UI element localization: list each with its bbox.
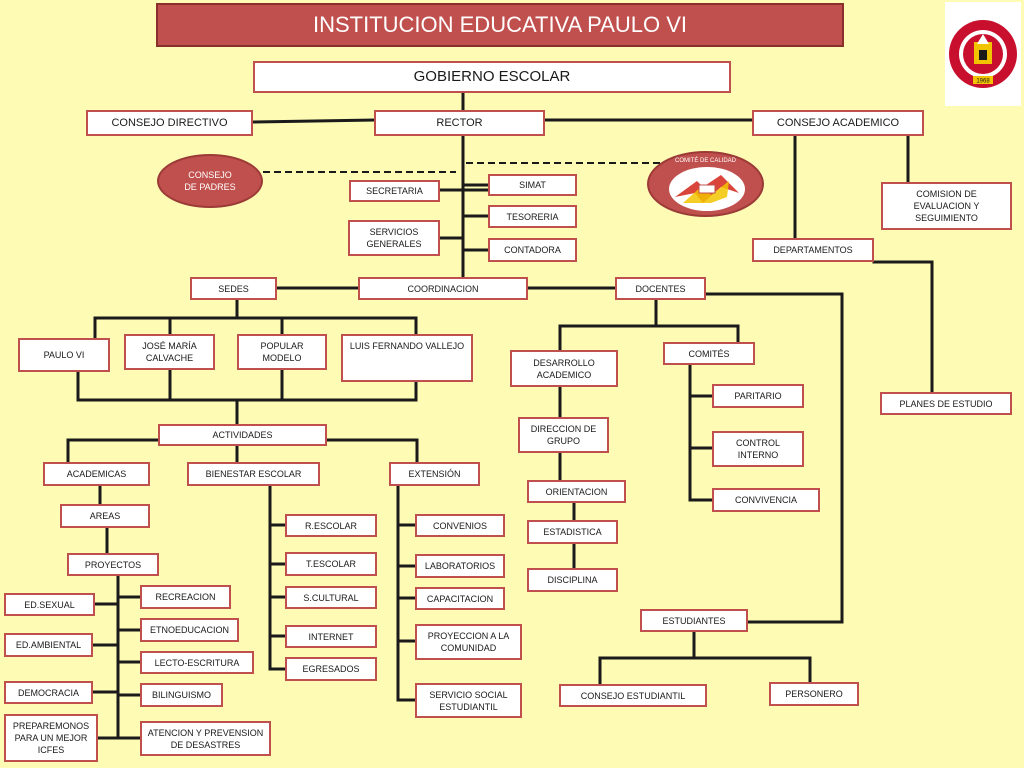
node-sede-jose-maria-calvache: JOSÉ MARÍA CALVACHE	[124, 334, 215, 370]
node-capacitacion: CAPACITACION	[415, 587, 505, 610]
node-r-escolar: R.ESCOLAR	[285, 514, 377, 537]
node-democracia: DEMOCRACIA	[4, 681, 93, 704]
node-control-interno: CONTROL INTERNO	[712, 431, 804, 467]
node-convivencia: CONVIVENCIA	[712, 488, 820, 512]
node-consejo-padres: CONSEJO DE PADRES	[157, 154, 263, 208]
node-consejo-academico: CONSEJO ACADEMICO	[752, 110, 924, 136]
page-title: INSTITUCION EDUCATIVA PAULO VI	[156, 3, 844, 47]
node-egresados: EGRESADOS	[285, 657, 377, 681]
node-paritario: PARITARIO	[712, 384, 804, 408]
node-atencion-desastres: ATENCION Y PREVENSION DE DESASTRES	[140, 721, 271, 756]
comite-calidad-label: COMITÉ DE CALIDAD	[674, 158, 736, 164]
node-lecto-escritura: LECTO-ESCRITURA	[140, 651, 254, 674]
node-servicios-generales: SERVICIOS GENERALES	[348, 220, 440, 256]
node-etnoeducacion: ETNOEDUCACION	[140, 618, 239, 642]
node-preparemonos-icfes: PREPAREMONOS PARA UN MEJOR ICFES	[4, 714, 98, 762]
node-gobierno-escolar: GOBIERNO ESCOLAR	[253, 61, 731, 93]
node-extension: EXTENSIÓN	[389, 462, 480, 486]
node-departamentos: DEPARTAMENTOS	[752, 238, 874, 262]
node-areas: AREAS	[60, 504, 150, 528]
node-coordinacion: COORDINACION	[358, 277, 528, 300]
node-disciplina: DISCIPLINA	[527, 568, 618, 592]
node-consejo-estudiantil: CONSEJO ESTUDIANTIL	[559, 684, 707, 707]
node-bilinguismo: BILINGUISMO	[140, 683, 223, 707]
node-proyectos: PROYECTOS	[67, 553, 159, 576]
node-contadora: CONTADORA	[488, 238, 577, 262]
node-sede-luis-fernando-vallejo: LUIS FERNANDO VALLEJO	[341, 334, 473, 382]
node-estadistica: ESTADISTICA	[527, 520, 618, 544]
node-ed-sexual: ED.SEXUAL	[4, 593, 95, 616]
node-ed-ambiental: ED.AMBIENTAL	[4, 633, 93, 657]
node-laboratorios: LABORATORIOS	[415, 554, 505, 578]
node-personero: PERSONERO	[769, 682, 859, 706]
logo-year: 1968	[976, 79, 990, 85]
node-s-cultural: S.CULTURAL	[285, 586, 377, 609]
node-consejo-directivo: CONSEJO DIRECTIVO	[86, 110, 253, 136]
node-comite-calidad: COMITÉ DE CALIDAD	[647, 151, 764, 217]
node-proyeccion-comunidad: PROYECCION A LA COMUNIDAD	[415, 624, 522, 660]
node-sede-paulo-vi: PAULO VI	[18, 338, 110, 372]
node-servicio-social: SERVICIO SOCIAL ESTUDIANTIL	[415, 683, 522, 718]
node-academicas: ACADEMICAS	[43, 462, 150, 486]
node-recreacion: RECREACION	[140, 585, 231, 609]
node-sede-popular-modelo: POPULAR MODELO	[237, 334, 327, 370]
node-orientacion: ORIENTACION	[527, 480, 626, 503]
node-simat: SIMAT	[488, 174, 577, 196]
node-rector: RECTOR	[374, 110, 545, 136]
node-direccion-grupo: DIRECCION DE GRUPO	[518, 417, 609, 453]
node-internet: INTERNET	[285, 625, 377, 648]
node-comision-evaluacion: COMISION DE EVALUACION Y SEGUIMIENTO	[881, 182, 1012, 230]
node-tesoreria: TESORERIA	[488, 205, 577, 228]
quality-graphic	[669, 167, 745, 211]
node-docentes: DOCENTES	[615, 277, 706, 300]
school-logo: 1968	[945, 2, 1021, 106]
node-planes-estudio: PLANES DE ESTUDIO	[880, 392, 1012, 415]
node-desarrollo-academico: DESARROLLO ACADEMICO	[510, 350, 618, 387]
node-convenios: CONVENIOS	[415, 514, 505, 537]
node-estudiantes: ESTUDIANTES	[640, 609, 748, 632]
node-sedes: SEDES	[190, 277, 277, 300]
node-actividades: ACTIVIDADES	[158, 424, 327, 446]
node-secretaria: SECRETARIA	[349, 180, 440, 202]
node-comites: COMITÉS	[663, 342, 755, 365]
node-t-escolar: T.ESCOLAR	[285, 552, 377, 576]
node-bienestar-escolar: BIENESTAR ESCOLAR	[187, 462, 320, 486]
